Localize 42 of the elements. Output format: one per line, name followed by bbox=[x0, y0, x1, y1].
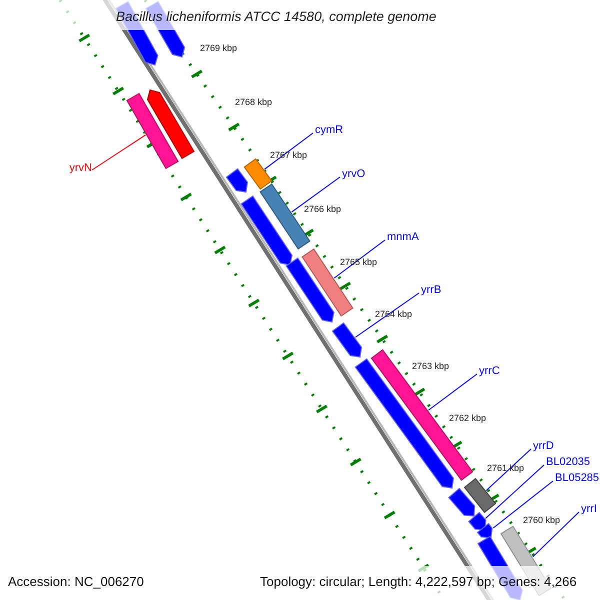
gene-label: yrvO bbox=[342, 168, 366, 180]
gene-label: yrrD bbox=[533, 440, 554, 452]
gene-label: cymR bbox=[315, 124, 344, 136]
gene-block bbox=[332, 322, 362, 358]
gene-block bbox=[476, 522, 493, 539]
leader-line bbox=[92, 134, 146, 170]
footer-text: Topology: circular; Length: 4,222,597 bp; Genes: 4,266 bbox=[260, 574, 577, 589]
gene-label: yrvN bbox=[69, 162, 92, 174]
leader-line bbox=[486, 448, 532, 491]
gene-block bbox=[286, 257, 334, 323]
leader-line bbox=[354, 292, 420, 338]
gene-label: yrrB bbox=[421, 284, 442, 296]
gene-block bbox=[244, 158, 272, 190]
scale-label: 2760 kbp bbox=[523, 515, 560, 525]
gene-label: yrrC bbox=[479, 365, 500, 377]
leader-line bbox=[291, 176, 340, 213]
gene-block bbox=[126, 92, 179, 170]
scale-label: 2769 kbp bbox=[200, 43, 238, 53]
gene-label: yrrI bbox=[581, 503, 597, 515]
gene-block bbox=[448, 488, 476, 517]
leader-line bbox=[428, 374, 478, 411]
scale-label: 2768 kbp bbox=[235, 97, 272, 107]
gene-block bbox=[464, 478, 496, 514]
gene-block bbox=[468, 512, 486, 531]
gene-block bbox=[226, 168, 248, 193]
leader-line bbox=[492, 480, 554, 528]
leader-line bbox=[264, 132, 314, 170]
scale-label: 2761 kbp bbox=[487, 463, 524, 473]
gene-label: BL05285 bbox=[555, 472, 600, 484]
gene-block bbox=[370, 349, 474, 481]
gene-block bbox=[240, 195, 293, 266]
leader-line bbox=[334, 240, 386, 279]
scale-label: 2763 kbp bbox=[412, 361, 450, 371]
map-title: Bacillus licheniformis ATCC 14580, complete genome bbox=[116, 9, 436, 24]
leader-line bbox=[532, 512, 580, 558]
footer-text: Accession: NC_006270 bbox=[8, 574, 144, 589]
gene-block bbox=[146, 89, 195, 160]
scale-label: 2762 kbp bbox=[449, 413, 486, 423]
gene-label: BL02035 bbox=[546, 456, 590, 468]
gene-label: mnmA bbox=[387, 231, 419, 243]
leader-line bbox=[485, 464, 544, 519]
scale-label: 2766 kbp bbox=[304, 204, 342, 214]
